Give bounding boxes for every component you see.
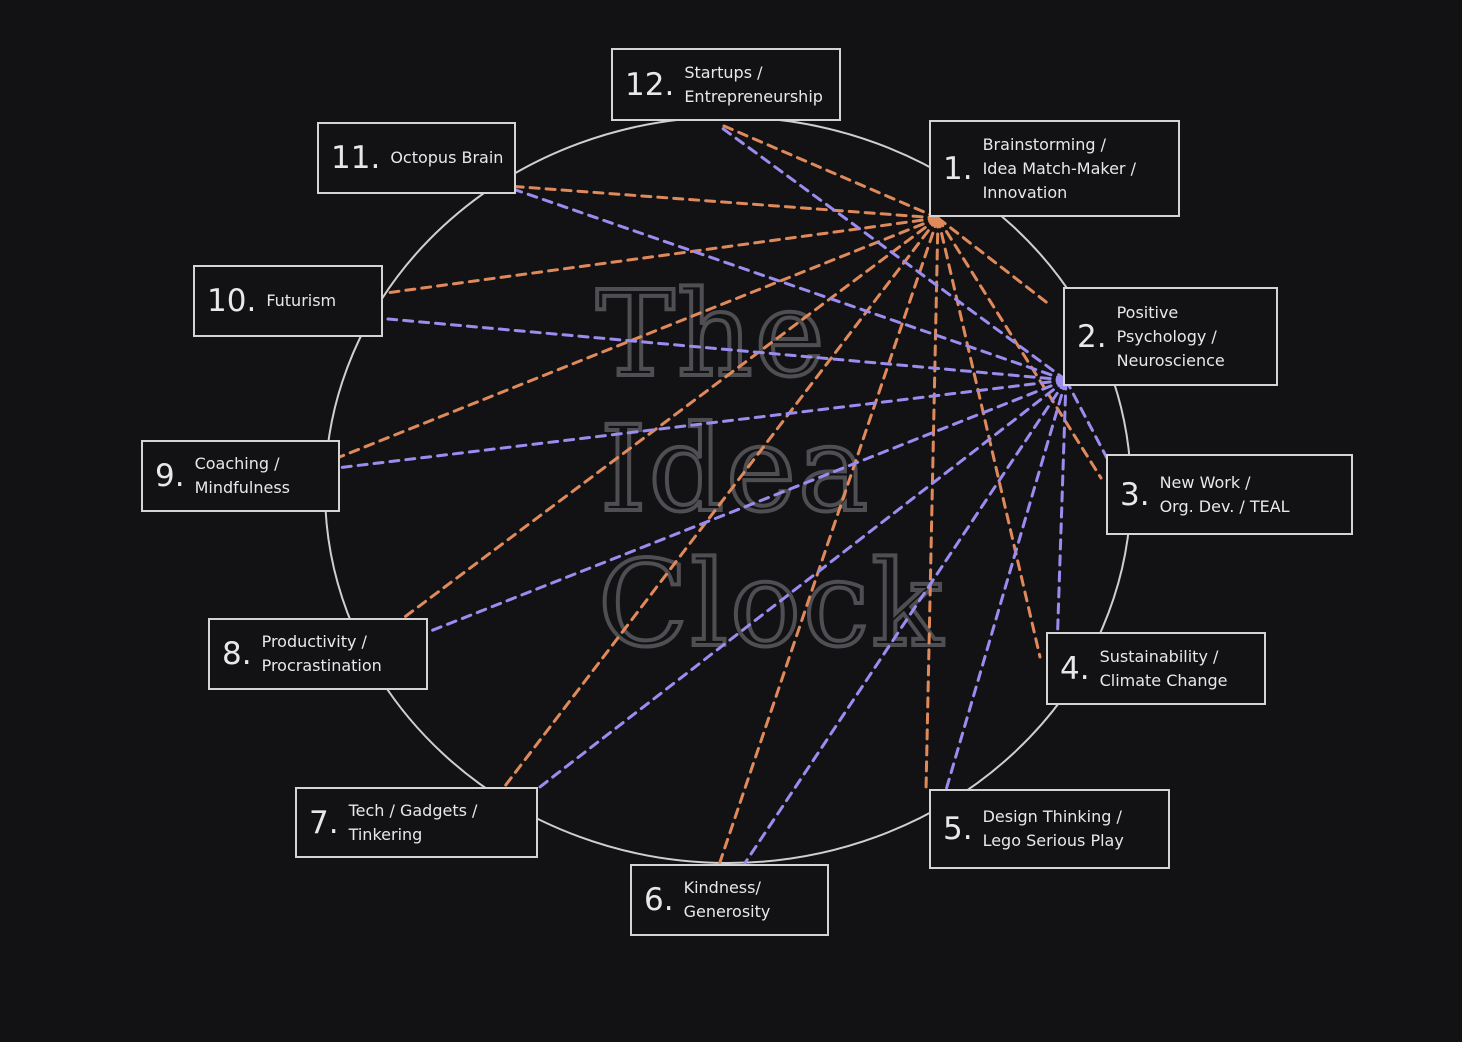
topic-number: 3. [1120, 476, 1150, 513]
connection-purple-2-to-9 [335, 378, 1068, 470]
topic-label: Kindness/ Generosity [683, 878, 771, 921]
topic-label: New Work / Org. Dev. / TEAL [1159, 472, 1290, 516]
topic-label: Positive Psychology / Neuroscience [1116, 302, 1225, 370]
topic-label: Tech / Gadgets / Tinkering [348, 800, 478, 844]
connection-orange-1-to-5 [924, 216, 940, 792]
topic-label: Octopus Brain [390, 148, 504, 167]
topic-box-8[interactable]: 8. Productivity / Procrastination [208, 618, 428, 690]
topic-box-2[interactable]: 2. Positive Psychology / Neuroscience [1063, 287, 1278, 386]
topic-number: 1. [943, 150, 973, 187]
topic-number: 6. [644, 882, 674, 918]
connection-orange-1-to-4 [936, 216, 1042, 659]
connection-purple-2-to-10 [386, 317, 1068, 382]
watermark-line-2: Idea [600, 400, 870, 538]
topic-label: Futurism [266, 291, 337, 310]
connection-orange-1-to-3 [936, 216, 1103, 480]
connection-orange-1-to-6 [717, 216, 940, 867]
watermark-title: The Idea Clock [594, 263, 945, 675]
watermark-line-3: Clock [598, 535, 945, 673]
topic-box-7[interactable]: 7. Tech / Gadgets / Tinkering [295, 787, 538, 858]
connection-purple-2-to-7 [534, 378, 1068, 792]
connection-orange-1-to-8 [396, 216, 940, 624]
topic-box-6[interactable]: 6. Kindness/ Generosity [630, 864, 829, 936]
connection-purple-2-to-6 [743, 378, 1068, 865]
connection-orange-1-to-2 [936, 216, 1052, 307]
topic-number: 7. [309, 804, 339, 841]
topic-number: 8. [222, 636, 252, 672]
topic-box-1[interactable]: 1. Brainstorming / Idea Match-Maker / In… [929, 120, 1180, 217]
connection-orange-1-to-7 [503, 216, 940, 788]
topic-label: Coaching / Mindfulness [194, 454, 290, 497]
topic-box-11[interactable]: 11. Octopus Brain [317, 122, 516, 194]
topic-label: Startups / Entrepreneurship [684, 62, 823, 106]
topic-box-12[interactable]: 12. Startups / Entrepreneurship [611, 48, 841, 121]
connection-purple-2-to-11 [508, 186, 1068, 382]
topic-label: Sustainability / Climate Change [1099, 646, 1228, 690]
connection-orange-1-to-12 [722, 124, 940, 220]
topic-label: Productivity / Procrastination [261, 632, 382, 675]
watermark-line-1: The [596, 265, 827, 403]
connection-orange-1-to-11 [506, 184, 940, 220]
topic-number: 4. [1060, 650, 1090, 687]
topic-box-10[interactable]: 10. Futurism [193, 265, 383, 337]
topic-number: 5. [943, 811, 973, 847]
connection-purple-2-to-8 [426, 378, 1068, 634]
connection-purple-2-to-3 [1064, 378, 1110, 462]
topic-box-9[interactable]: 9. Coaching / Mindfulness [141, 440, 340, 512]
connection-purple-2-to-12 [720, 126, 1068, 382]
topic-number: 12. [625, 66, 675, 103]
connection-orange-1-to-10 [384, 216, 940, 295]
topic-number: 9. [155, 458, 185, 494]
topic-number: 10. [207, 283, 257, 319]
topic-box-4[interactable]: 4. Sustainability / Climate Change [1046, 632, 1266, 705]
connection-purple-2-to-5 [944, 378, 1068, 792]
connection-lines [325, 124, 1110, 867]
topic-number: 11. [331, 140, 381, 176]
topic-label: Brainstorming / Idea Match-Maker / Innov… [982, 134, 1136, 202]
topic-box-3[interactable]: 3. New Work / Org. Dev. / TEAL [1106, 454, 1353, 535]
topic-label: Design Thinking / Lego Serious Play [982, 807, 1124, 850]
connection-purple-2-to-4 [1055, 378, 1068, 652]
topic-box-5[interactable]: 5. Design Thinking / Lego Serious Play [929, 789, 1170, 869]
topic-number: 2. [1077, 318, 1107, 355]
